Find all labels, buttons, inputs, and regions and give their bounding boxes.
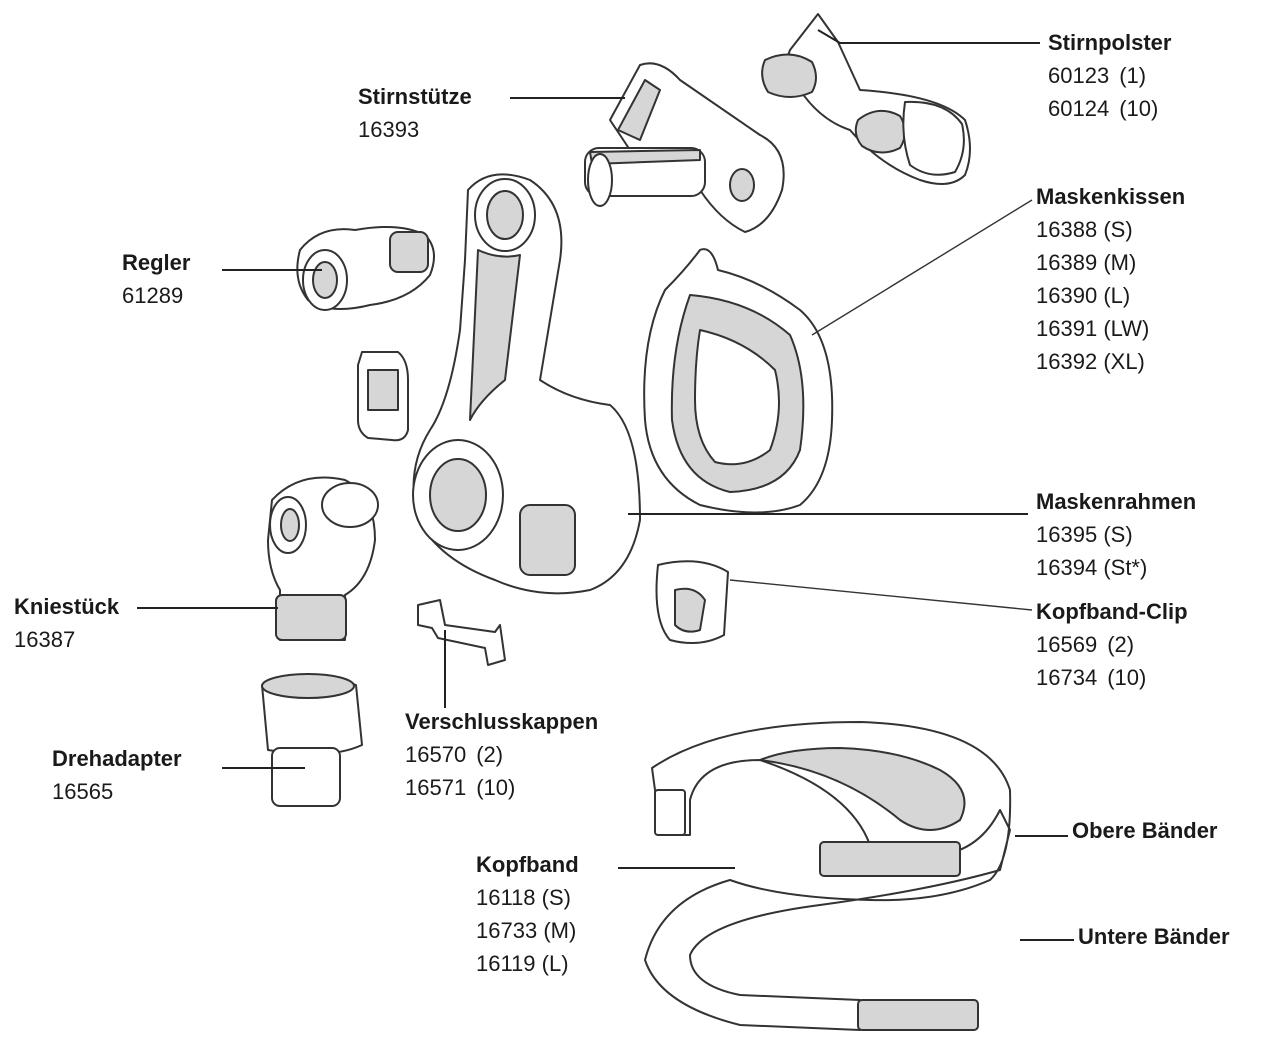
part-number: 16390 [1036, 283, 1098, 308]
label-verschlusskappen: Verschlusskappen 16570 (2) 16571 (10) [405, 705, 598, 804]
part-size: (L) [541, 951, 569, 976]
part-number-row: 16393 [358, 113, 472, 146]
part-number: 16570 [405, 742, 467, 767]
part-qty: (2) [476, 742, 504, 767]
part-qty: (10) [1119, 96, 1159, 121]
part-number: 16389 [1036, 250, 1098, 275]
part-number-row: 16569 (2) [1036, 628, 1188, 661]
part-number: 16118 [476, 885, 536, 910]
part-size: (M) [1103, 250, 1137, 275]
mask-frame-illustration [412, 173, 641, 595]
part-name: Stirnpolster [1048, 30, 1172, 55]
label-obere-baender: Obere Bänder [1072, 814, 1218, 847]
part-number: 16733 [476, 918, 538, 943]
part-number: 16394 [1036, 555, 1098, 580]
part-number: 60124 [1048, 96, 1110, 121]
part-name: Kniestück [14, 594, 120, 619]
part-name: Obere Bänder [1072, 818, 1218, 843]
caps-illustration [417, 599, 506, 666]
part-number-row: 16734 (10) [1036, 661, 1188, 694]
part-number-row: 16570 (2) [405, 738, 598, 771]
label-kopfband: Kopfband 16118 (S) 16733 (M) 16119 (L) [476, 848, 579, 980]
part-qty: (10) [476, 775, 516, 800]
part-number: 16391 [1036, 316, 1098, 341]
part-number: 16569 [1036, 632, 1098, 657]
swivel-adapter-illustration [261, 673, 363, 807]
part-name: Kopfband [476, 852, 579, 877]
part-size: (XL) [1103, 349, 1145, 374]
part-size: (L) [1103, 283, 1131, 308]
part-number: 16565 [52, 779, 114, 804]
part-number-row: 16388 (S) [1036, 213, 1185, 246]
part-number-row: 16565 [52, 775, 182, 808]
label-untere-baender: Untere Bänder [1078, 920, 1230, 953]
leader-lines [137, 29, 1074, 941]
part-number: 16387 [14, 627, 76, 652]
part-number-row: 61289 [122, 279, 190, 312]
part-number-row: 60124 (10) [1048, 92, 1171, 125]
part-number: 16392 [1036, 349, 1098, 374]
headgear-clip-illustration [655, 560, 729, 645]
part-number: 16734 [1036, 665, 1098, 690]
part-size: (LW) [1103, 316, 1150, 341]
part-name: Regler [122, 250, 191, 275]
part-size: (S) [1103, 522, 1133, 547]
part-number-row: 16571 (10) [405, 771, 598, 804]
part-number: 16393 [358, 117, 420, 142]
part-number: 16395 [1036, 522, 1098, 547]
part-name: Stirnstütze [358, 84, 472, 109]
headgear-illustration [644, 721, 1012, 1031]
part-number: 61289 [122, 283, 184, 308]
part-qty: (2) [1107, 632, 1135, 657]
part-name: Verschlusskappen [405, 709, 599, 734]
part-name: Maskenkissen [1036, 184, 1186, 209]
part-number-row: 16395 (S) [1036, 518, 1196, 551]
part-number-row: 16394 (St*) [1036, 551, 1196, 584]
mask-cushion-illustration [643, 248, 834, 514]
label-drehadapter: Drehadapter 16565 [52, 742, 182, 808]
label-kopfband-clip: Kopfband-Clip 16569 (2) 16734 (10) [1036, 595, 1188, 694]
part-number: 16571 [405, 775, 467, 800]
part-number-row: 16119 (L) [476, 947, 579, 980]
part-number-row: 16392 (XL) [1036, 345, 1185, 378]
part-number: 16388 [1036, 217, 1098, 242]
part-qty: (1) [1119, 63, 1147, 88]
label-maskenrahmen: Maskenrahmen 16395 (S) 16394 (St*) [1036, 485, 1196, 584]
part-size: (S) [1103, 217, 1133, 242]
label-stirnpolster: Stirnpolster 60123 (1) 60124 (10) [1048, 26, 1171, 125]
part-number-row: 60123 (1) [1048, 59, 1171, 92]
label-maskenkissen: Maskenkissen 16388 (S) 16389 (M) 16390 (… [1036, 180, 1185, 378]
part-name: Maskenrahmen [1036, 489, 1197, 514]
part-name: Drehadapter [52, 746, 182, 771]
part-number-row: 16390 (L) [1036, 279, 1185, 312]
part-number-row: 16118 (S) [476, 881, 579, 914]
part-number: 60123 [1048, 63, 1110, 88]
part-size: (M) [543, 918, 577, 943]
elbow-illustration [267, 476, 379, 641]
label-kniestueck: Kniestück 16387 [14, 590, 119, 656]
forehead-pad-illustration [761, 13, 971, 185]
small-clip-illustration [357, 351, 409, 442]
part-number-row: 16389 (M) [1036, 246, 1185, 279]
part-name: Untere Bänder [1078, 924, 1230, 949]
part-size: (St*) [1103, 555, 1148, 580]
label-stirnstuetze: Stirnstütze 16393 [358, 80, 472, 146]
regulator-illustration [296, 226, 435, 311]
part-qty: (10) [1107, 665, 1147, 690]
forehead-support-illustration [584, 62, 785, 233]
part-size: (S) [541, 885, 571, 910]
part-name: Kopfband-Clip [1036, 599, 1188, 624]
label-regler: Regler 61289 [122, 246, 190, 312]
part-number-row: 16391 (LW) [1036, 312, 1185, 345]
part-number-row: 16733 (M) [476, 914, 579, 947]
part-number: 16119 [476, 951, 536, 976]
part-number-row: 16387 [14, 623, 119, 656]
